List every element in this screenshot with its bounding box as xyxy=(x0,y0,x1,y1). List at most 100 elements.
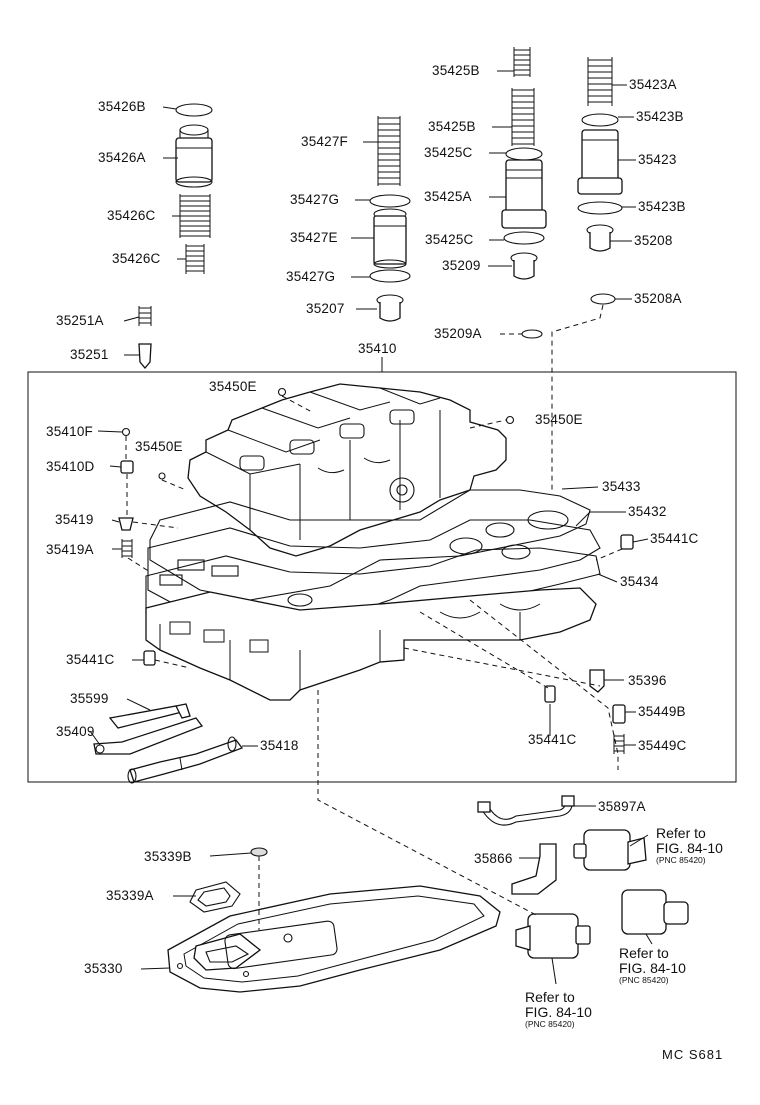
label-35897A: 35897A xyxy=(598,799,646,814)
label-35427F: 35427F xyxy=(301,134,348,149)
part-35208A-ring xyxy=(590,293,616,305)
part-35251A-spring xyxy=(138,306,152,326)
part-35409-lever xyxy=(93,717,204,755)
part-35866-bracket xyxy=(511,843,557,895)
part-35427G-ring-bottom xyxy=(369,269,411,283)
part-35410D-plug xyxy=(120,460,134,474)
refer-callout-1: Refer to FIG. 84-10 (PNC 85420) xyxy=(656,826,723,865)
label-35418: 35418 xyxy=(260,738,299,753)
refer-callout-3: Refer to FIG. 84-10 (PNC 85420) xyxy=(525,990,592,1029)
part-35209A-ring xyxy=(521,329,543,339)
part-35441C-pin-2 xyxy=(143,650,156,666)
dashed-alignment-lines xyxy=(125,304,623,930)
label-35209A: 35209A xyxy=(434,326,482,341)
label-35441C-1: 35441C xyxy=(650,531,699,546)
label-35423: 35423 xyxy=(638,152,677,167)
part-35427E-sleeve xyxy=(373,208,407,269)
label-35251: 35251 xyxy=(70,347,109,362)
label-35419: 35419 xyxy=(55,512,94,527)
label-35441C-3: 35441C xyxy=(528,732,577,747)
label-35427G-2: 35427G xyxy=(286,269,336,284)
refer-figure: FIG. 84-10 xyxy=(525,1003,592,1020)
label-35427E: 35427E xyxy=(290,230,338,245)
label-35425A: 35425A xyxy=(424,189,472,204)
refer-text: Refer to xyxy=(525,989,575,1005)
solenoid-1 xyxy=(573,829,647,871)
part-35419A-spring xyxy=(121,539,133,558)
part-35449C-spring xyxy=(613,734,625,754)
part-35425C-ring-bottom xyxy=(503,231,545,245)
label-35410F: 35410F xyxy=(46,424,93,439)
part-35396-pin xyxy=(589,669,605,693)
label-35425C-2: 35425C xyxy=(425,232,474,247)
label-35427G-1: 35427G xyxy=(290,192,340,207)
part-35426A-sleeve xyxy=(175,124,213,188)
part-35599-detent-spring xyxy=(108,703,191,729)
refer-callout-2: Refer to FIG. 84-10 (PNC 85420) xyxy=(619,946,686,985)
label-35450E-1: 35450E xyxy=(209,379,257,394)
refer-pnc: (PNC 85420) xyxy=(619,975,669,986)
refer-figure: FIG. 84-10 xyxy=(619,959,686,976)
part-35425B-spring-top xyxy=(513,47,531,77)
refer-pnc: (PNC 85420) xyxy=(656,855,706,866)
label-35339A: 35339A xyxy=(106,888,154,903)
refer-text: Refer to xyxy=(619,945,669,961)
label-35423B-2: 35423B xyxy=(638,199,686,214)
label-35450E-2: 35450E xyxy=(535,412,583,427)
part-35339B-washer xyxy=(250,847,268,857)
part-35423A-spring xyxy=(587,57,613,106)
part-35441C-pin-1 xyxy=(620,534,634,550)
label-35441C-2: 35441C xyxy=(66,652,115,667)
label-35410: 35410 xyxy=(358,341,397,356)
label-35207: 35207 xyxy=(306,301,345,316)
label-35426C-1: 35426C xyxy=(107,208,156,223)
refer-figure: FIG. 84-10 xyxy=(656,839,723,856)
refer-pnc: (PNC 85420) xyxy=(525,1019,575,1030)
label-35251A: 35251A xyxy=(56,313,104,328)
label-35330: 35330 xyxy=(84,961,123,976)
part-35207-plug xyxy=(376,294,404,322)
label-35866: 35866 xyxy=(474,851,513,866)
part-35450E-ball-3 xyxy=(158,472,166,480)
part-35426C-spring-small xyxy=(185,244,205,274)
label-35426A: 35426A xyxy=(98,150,146,165)
label-35209: 35209 xyxy=(442,258,481,273)
part-35423B-ring-top xyxy=(581,113,619,127)
label-35432: 35432 xyxy=(628,504,667,519)
part-35418-manual-valve xyxy=(127,736,244,784)
label-35396: 35396 xyxy=(628,673,667,688)
solenoid-3 xyxy=(515,913,591,959)
part-35330-oil-pan xyxy=(167,885,501,993)
part-35251-pin xyxy=(138,343,152,370)
label-35425B-2: 35425B xyxy=(428,119,476,134)
part-35441C-pin-3 xyxy=(544,685,556,703)
leader-lines xyxy=(89,70,653,985)
label-35426C-2: 35426C xyxy=(112,251,161,266)
part-35426B-ring xyxy=(175,103,213,117)
part-35339A-gasket xyxy=(189,881,241,913)
label-35423A: 35423A xyxy=(629,77,677,92)
label-35423B-1: 35423B xyxy=(636,109,684,124)
part-35208-plug xyxy=(586,224,614,252)
part-35425A-sleeve xyxy=(501,159,547,229)
label-35434: 35434 xyxy=(620,574,659,589)
part-35423-sleeve xyxy=(577,129,623,195)
figure-code: MC S681 xyxy=(662,1047,724,1062)
part-35419-check xyxy=(118,517,134,531)
part-35450E-ball-2 xyxy=(505,415,515,425)
part-35450E-ball-1 xyxy=(277,387,287,397)
part-35427G-ring-top xyxy=(369,194,411,208)
part-35209-plug xyxy=(510,252,538,280)
label-35599: 35599 xyxy=(70,691,109,706)
label-35450E-3: 35450E xyxy=(135,439,183,454)
part-35427F-spring xyxy=(377,116,401,186)
part-35425C-ring-top xyxy=(505,147,543,161)
part-35426C-spring-large xyxy=(179,194,211,238)
label-35449C: 35449C xyxy=(638,738,687,753)
refer-text: Refer to xyxy=(656,825,706,841)
label-35433: 35433 xyxy=(602,479,641,494)
lower-valve-body xyxy=(145,587,597,701)
label-35339B: 35339B xyxy=(144,849,192,864)
